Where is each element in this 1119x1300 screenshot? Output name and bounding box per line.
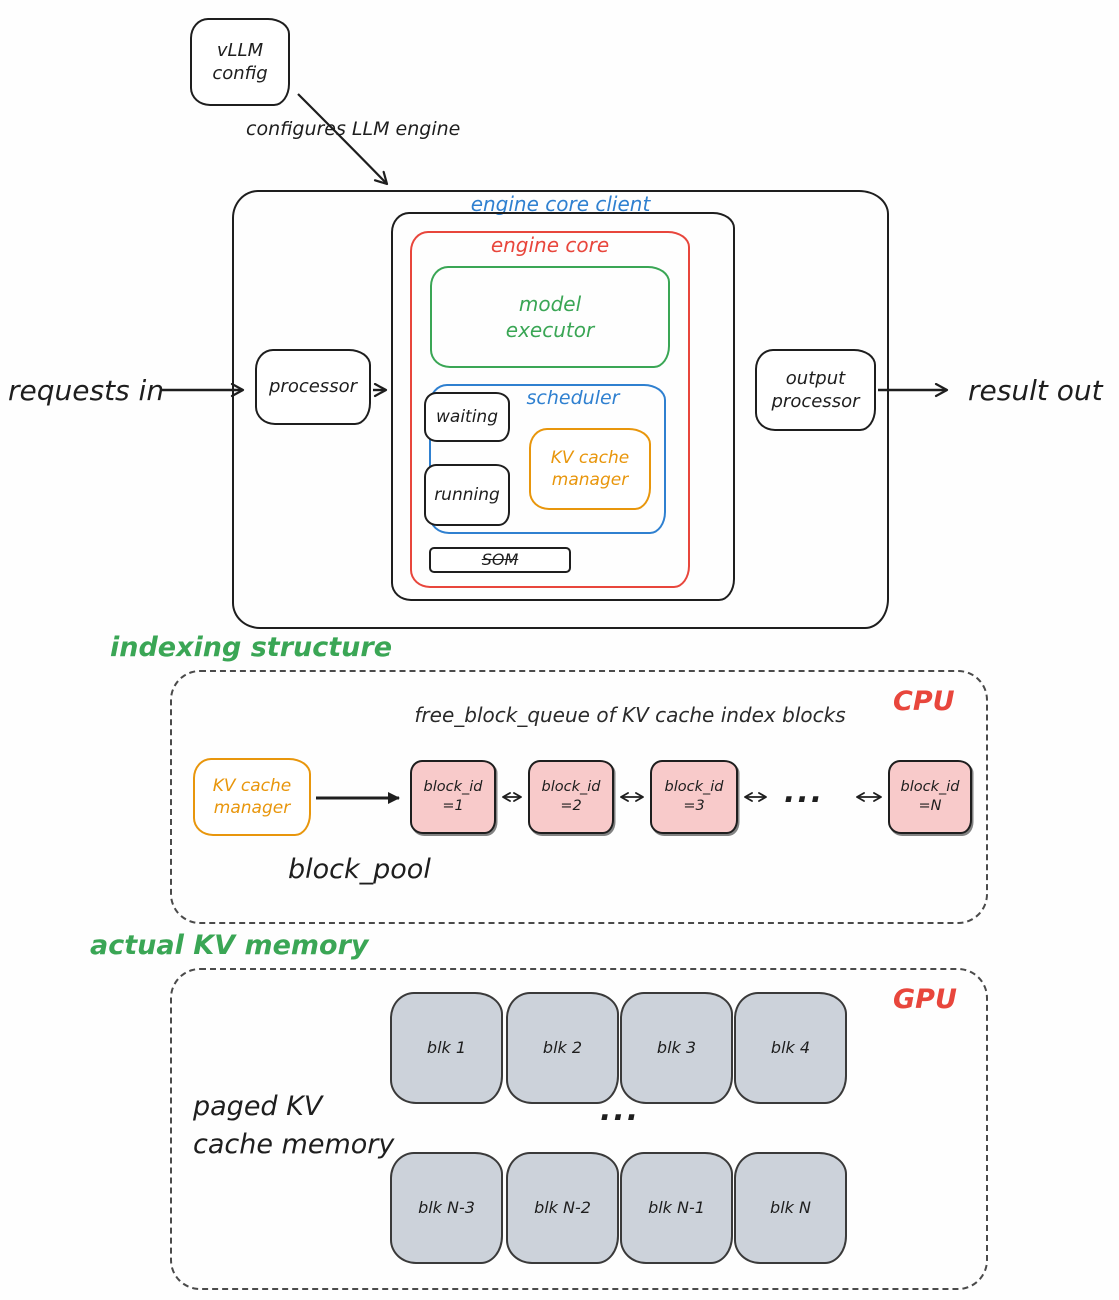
processor-label: processor <box>269 376 357 398</box>
memory-block-1-label: blk 1 <box>426 1037 467 1057</box>
kv-cache-manager-box: KV cache manager <box>529 428 651 510</box>
kv-cache-manager-label-indexing: KV cache manager <box>212 775 292 818</box>
memory-block-4: blk 4 <box>734 992 847 1104</box>
free-block-queue-title: free_block_queue of KV cache index block… <box>414 703 846 727</box>
index-block-n-label: block_id =N <box>900 779 960 814</box>
model-executor-label: model executor <box>505 292 595 342</box>
output-processor-label: output processor <box>771 367 860 412</box>
index-block-n: block_id =N <box>888 760 972 834</box>
engine-core-box <box>410 231 690 588</box>
running-queue-box: running <box>424 464 510 526</box>
gpu-region-box <box>170 968 988 1290</box>
engine-core-wrapper-box <box>391 212 735 601</box>
index-block-1: block_id =1 <box>410 760 496 834</box>
index-block-2-label: block_id =2 <box>541 779 601 814</box>
vllm-config-label: vLLM config <box>212 39 268 84</box>
memory-block-1: blk 1 <box>390 992 503 1104</box>
kv-cache-manager-box-indexing: KV cache manager <box>193 758 311 836</box>
processor-box: processor <box>255 349 371 425</box>
engine-core-label: engine core <box>490 233 610 257</box>
running-label: running <box>434 484 500 505</box>
waiting-queue-box: waiting <box>424 392 510 442</box>
memory-block-3: blk 3 <box>620 992 733 1104</box>
scheduler-label: scheduler <box>526 387 620 409</box>
memory-block-3-label: blk 3 <box>656 1037 697 1057</box>
memory-block-n-label: blk N <box>770 1197 811 1217</box>
cpu-region-box <box>170 670 988 924</box>
memory-block-n-1: blk N-1 <box>620 1152 733 1264</box>
memory-block-n-2: blk N-2 <box>506 1152 619 1264</box>
configures-llm-engine-label: configures LLM engine <box>246 118 461 140</box>
memory-block-2: blk 2 <box>506 992 619 1104</box>
model-executor-box: model executor <box>430 266 670 368</box>
memory-block-n-3-label: blk N-3 <box>418 1197 475 1217</box>
indexing-structure-section-label: indexing structure <box>110 632 393 663</box>
index-block-2: block_id =2 <box>528 760 614 834</box>
index-block-3-label: block_id =3 <box>664 779 724 814</box>
engine-core-client-box <box>232 190 889 629</box>
memory-block-n: blk N <box>734 1152 847 1264</box>
actual-kv-memory-section-label: actual KV memory <box>90 930 369 961</box>
memory-block-n-2-label: blk N-2 <box>534 1197 591 1217</box>
waiting-label: waiting <box>436 406 498 427</box>
cpu-zone-label: CPU <box>893 686 955 717</box>
memory-block-n-1-label: blk N-1 <box>648 1197 705 1217</box>
vllm-config-box: vLLM config <box>190 18 290 106</box>
memory-block-4-label: blk 4 <box>770 1037 811 1057</box>
paged-kv-cache-memory-label: paged KV cache memory <box>193 1091 395 1160</box>
kv-cache-manager-label: KV cache manager <box>550 447 630 490</box>
som-box: SOM <box>429 547 571 573</box>
som-label: SOM <box>481 549 519 569</box>
index-blocks-ellipsis: ... <box>784 775 825 810</box>
memory-block-n-3: blk N-3 <box>390 1152 503 1264</box>
result-out-text: result out <box>968 374 1103 407</box>
index-block-1-label: block_id =1 <box>423 779 483 814</box>
block-pool-label: block_pool <box>288 854 431 885</box>
index-block-3: block_id =3 <box>650 760 738 834</box>
requests-in-text: requests in <box>8 374 165 407</box>
output-processor-box: output processor <box>755 349 876 431</box>
memory-blocks-ellipsis: ... <box>600 1093 641 1128</box>
memory-block-2-label: blk 2 <box>542 1037 583 1057</box>
scheduler-box <box>429 384 666 534</box>
gpu-zone-label: GPU <box>893 984 957 1015</box>
